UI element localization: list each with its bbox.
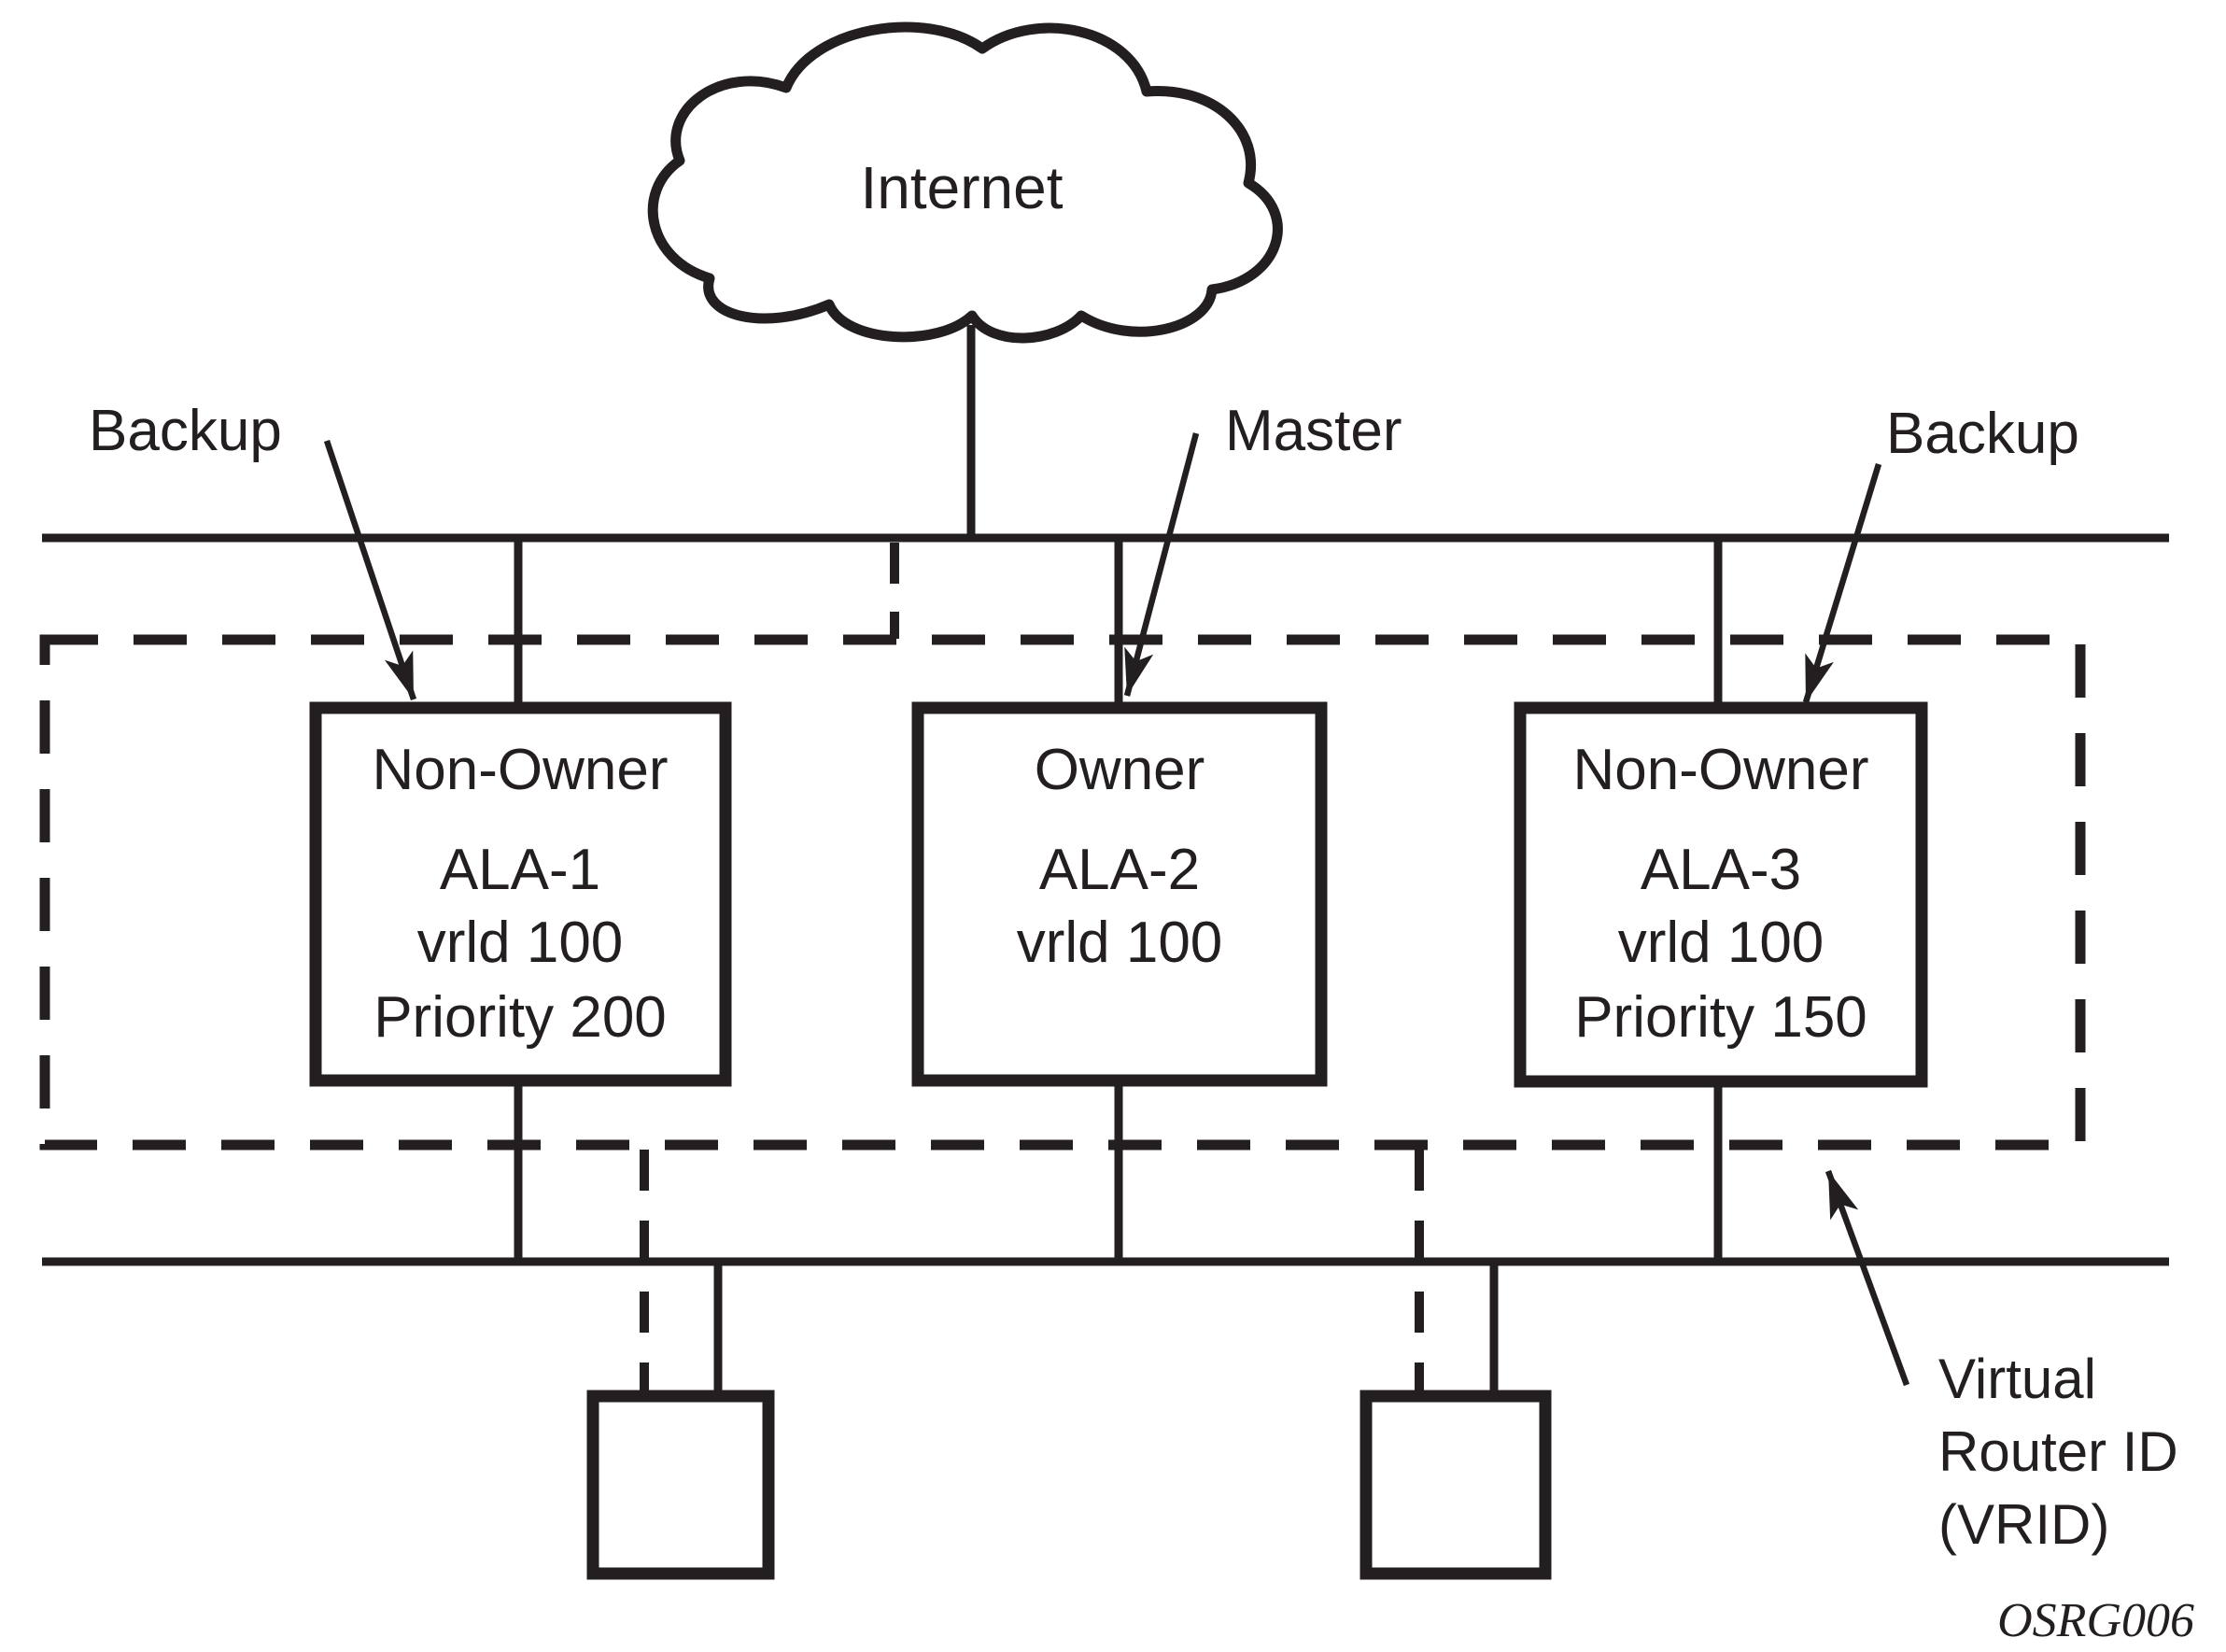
router-box-ala2: Owner ALA-2 vrld 100 [911, 701, 1328, 1087]
ala3-role-label: Non-Owner [1573, 738, 1869, 802]
ala3-vrid-label: vrld 100 [1618, 911, 1824, 975]
router-box-ala3: Non-Owner ALA-3 vrld 100 Priority 150 [1514, 701, 1928, 1088]
callout-vrid-label: Virtual Router ID (VRID) [1938, 1348, 2178, 1556]
callout-backup-left-arrow [323, 439, 417, 701]
ala2-name-label: ALA-2 [1039, 838, 1200, 902]
callout-backup-right-label: Backup [1886, 402, 2079, 466]
host-box-right [1360, 1390, 1552, 1580]
vrid-label-line2: Router ID [1938, 1420, 2178, 1483]
callout-master-arrow [1123, 432, 1200, 697]
ala2-vrid-label: vrld 100 [1017, 911, 1223, 975]
callout-backup-right-arrow [1802, 463, 1882, 703]
internet-label: Internet [860, 154, 1063, 221]
figure-code: OSRG006 [1997, 1594, 2194, 1647]
vrid-dashed-boundary [39, 634, 2086, 1151]
ala3-name-label: ALA-3 [1641, 838, 1801, 902]
vrid-label-line1: Virtual [1938, 1348, 2096, 1410]
ala1-priority-label: Priority 200 [373, 985, 667, 1050]
callout-backup-left-label: Backup [89, 399, 282, 463]
callout-master-label: Master [1225, 399, 1402, 463]
ala3-priority-label: Priority 150 [1574, 985, 1867, 1050]
ala1-name-label: ALA-1 [440, 838, 600, 902]
ala1-vrid-label: vrld 100 [417, 911, 624, 975]
internet-cloud-icon [647, 21, 1283, 344]
vrid-label-line3: (VRID) [1938, 1493, 2109, 1556]
ala1-role-label: Non-Owner [373, 738, 669, 802]
ala2-role-label: Owner [1035, 738, 1205, 802]
router-box-ala1: Non-Owner ALA-1 vrld 100 Priority 200 [309, 701, 732, 1087]
host-box-left [586, 1390, 775, 1580]
callout-vrid-arrow [1824, 1169, 1910, 1387]
